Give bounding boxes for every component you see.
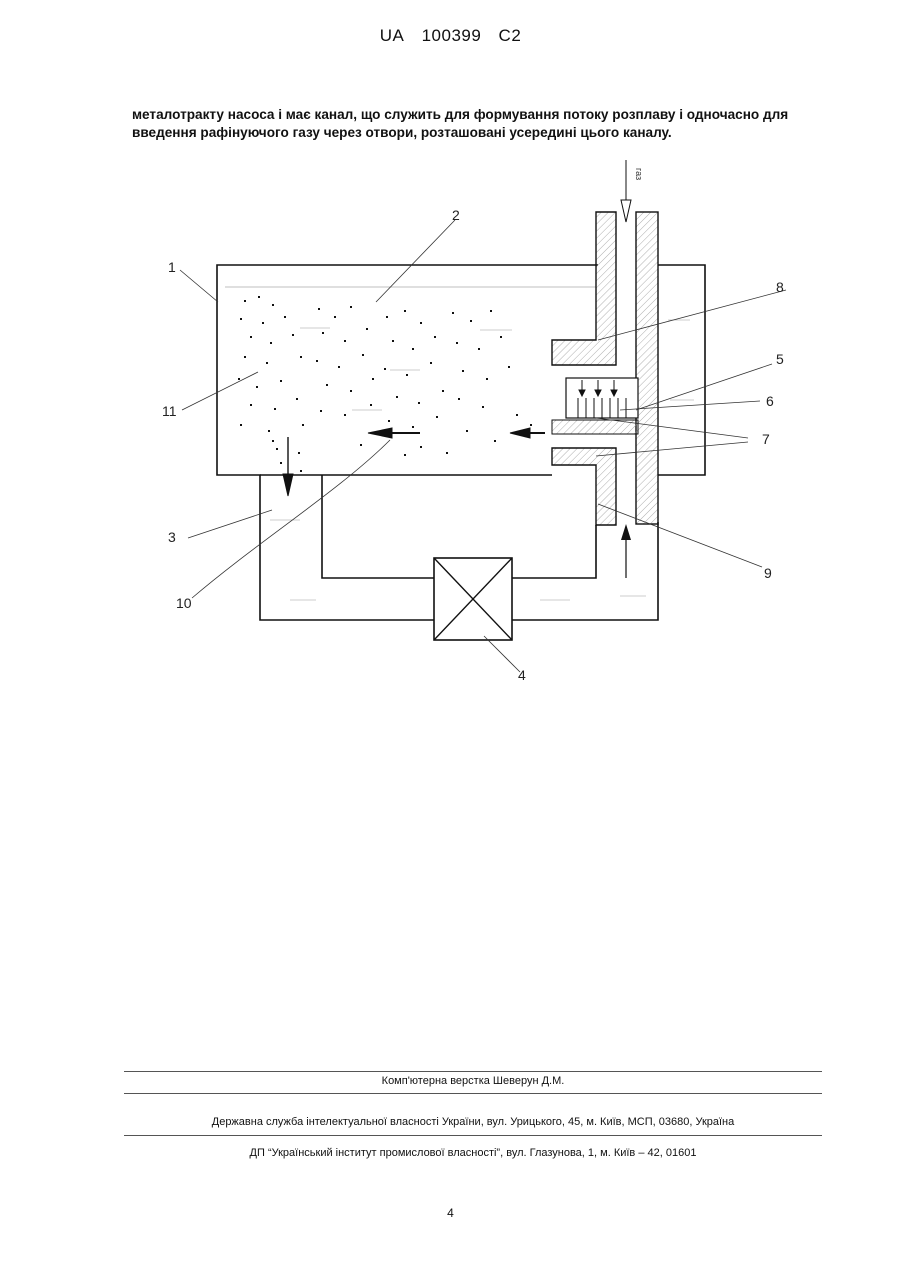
page-number: 4	[0, 1206, 901, 1220]
header-country-code: UA	[380, 26, 405, 45]
flow-up-arrow	[621, 524, 631, 540]
label-2: 2	[452, 207, 460, 223]
gas-bubbles	[238, 296, 532, 472]
label-8: 8	[776, 279, 784, 295]
document-header: UA 100399 C2	[0, 26, 901, 46]
pump-housing-left	[552, 212, 616, 365]
label-9: 9	[764, 565, 772, 581]
gas-inlet-arrow	[621, 200, 631, 222]
furnace-right-wall	[658, 265, 705, 475]
footer-typesetting: Комп'ютерна верстка Шеверун Д.М.	[124, 1075, 822, 1087]
label-7: 7	[762, 431, 770, 447]
footer-rule-bottom	[124, 1135, 822, 1136]
intro-paragraph: металотракту насоса і має канал, що служ…	[132, 106, 822, 142]
pump-housing-bottom	[552, 448, 616, 525]
header-patent-kind: C2	[499, 26, 522, 45]
label-5: 5	[776, 351, 784, 367]
label-11: 11	[162, 403, 177, 419]
patent-figure: газ	[150, 160, 810, 700]
footer-rule-middle	[124, 1093, 822, 1094]
footer-agency: Державна служба інтелектуальної власност…	[124, 1116, 822, 1128]
gas-label: газ	[634, 168, 644, 180]
footer-rule-top	[124, 1071, 822, 1072]
footer-institute: ДП “Український інститут промислової вла…	[124, 1147, 822, 1159]
label-6: 6	[766, 393, 774, 409]
label-10: 10	[176, 595, 192, 611]
header-patent-number: 100399	[422, 26, 482, 45]
label-4: 4	[518, 667, 526, 683]
label-3: 3	[168, 529, 176, 545]
gas-tube-right	[636, 212, 658, 524]
label-1: 1	[168, 259, 176, 275]
